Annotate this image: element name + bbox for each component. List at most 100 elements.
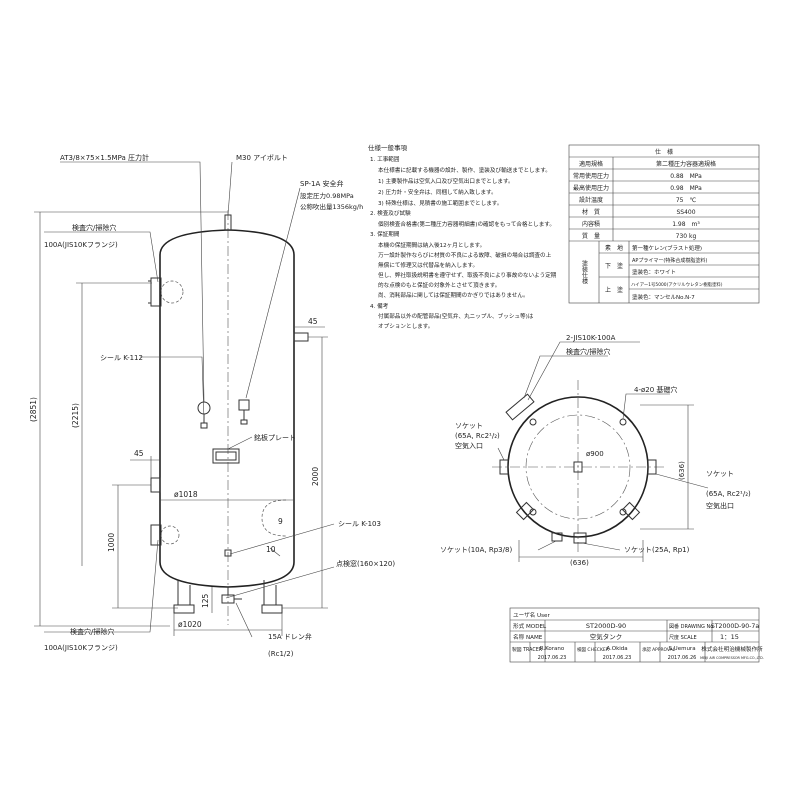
dim-gap-9: 9	[278, 517, 283, 526]
plan-socket-in-c: 空気入口	[455, 441, 483, 450]
spec-row-value: 730 kg	[676, 233, 697, 240]
dim-shell-height: (2215)	[71, 403, 80, 428]
tb-checker-name: A.Okida	[606, 646, 627, 652]
spec-paint-row-value: ハイアー1号5000(アクリルウレタン樹脂塗料)	[631, 281, 723, 288]
callout-flange-bottom: 100A(JIS10Kフランジ)	[44, 644, 118, 652]
callout-inspection-window: 点検窓(160×120)	[336, 559, 395, 568]
spec-row-label: 最高使用圧力	[573, 184, 609, 192]
spec-title: 仕 様	[655, 148, 673, 156]
notes-line: 的な点検のもと保証の対象外とさせて頂きます。	[378, 281, 500, 289]
spec-row-value: SS400	[676, 209, 695, 216]
top-flange	[148, 277, 184, 307]
plan-inspection: 検査穴/掃除穴	[566, 347, 610, 356]
general-notes: 仕様一般事項 1. 工事範囲 本仕様書に記載する機器の設計、製作、塗装及び輸送ま…	[368, 143, 557, 330]
top-head	[159, 229, 295, 256]
elevation-view	[148, 210, 309, 625]
dim-shell-dia: ø1018	[174, 490, 198, 499]
notes-line: 2) 圧力計・安全弁は、同梱して納入致します。	[378, 188, 497, 196]
tb-name-label: 名称 NAME	[513, 633, 543, 641]
notes-line: 本機の保証期間は納入後12ヶ月とします。	[378, 241, 485, 249]
dim-nozzle-45-top: 45	[308, 317, 318, 326]
notes-line: 但し、弊社取扱説明書を遵守せず、取扱不良により事故のないよう定期	[378, 271, 557, 279]
callout-drain-valve: 15A ドレン弁	[268, 632, 312, 641]
spec-paint-row-label: 下 塗	[605, 262, 623, 270]
tb-approval-name: S.Uemura	[668, 646, 695, 652]
callout-inspection-bottom: 検査穴/掃除穴	[70, 627, 114, 636]
tb-drawing-no-value: ST2000D-90-7a	[711, 623, 759, 630]
notes-line: 無償にて修理又は代替品を納入します。	[378, 261, 478, 269]
callout-seal-103: シール K-103	[338, 520, 381, 528]
notes-line: オプションとします。	[378, 323, 433, 330]
spec-row-value: 0.88 MPa	[670, 173, 702, 180]
titleblock-grid	[509, 607, 760, 663]
dim-base-dia: ø1020	[178, 620, 202, 629]
plan-dim-636-side: (636)	[678, 461, 686, 480]
dim-nozzle-45-left: 45	[134, 449, 144, 458]
tb-tracer-name: R.Korano	[540, 646, 565, 652]
spec-paint-row-value: APプライマー(特殊合成樹脂塗料)	[632, 257, 707, 264]
tb-name-value: 空気タンク	[590, 632, 623, 641]
spec-row-label: 適用規格	[579, 160, 603, 168]
title-block: ユーザ名 User 形式 MODEL ST2000D-90 図番 DRAWING…	[512, 611, 764, 661]
spec-row-label: 内容積	[582, 220, 600, 228]
notes-line: 1. 工事範囲	[370, 155, 400, 163]
plan-socket-out-a: ソケット	[706, 470, 734, 478]
tb-scale-label: 尺度 SCALE	[669, 634, 697, 641]
callout-nameplate: 銘板プレート	[254, 433, 296, 442]
right-nozzle-top	[293, 332, 309, 342]
spec-row-label: 常用使用圧力	[573, 172, 609, 180]
spec-paint-row-value: 塗装色：マンセルNo.N-7	[632, 293, 695, 301]
tb-checker-label: 検図 CHECKER	[577, 646, 609, 653]
tb-company-en: MEIJI AIR COMPRESSOR MFG.CO.,LTD.	[700, 656, 764, 660]
plan-anchor: 4-ø20 基礎穴	[634, 385, 677, 394]
plan-socket-in-a: ソケット	[455, 422, 483, 430]
tb-model-value: ST2000D-90	[586, 622, 626, 630]
tb-scale-value: 1：15	[720, 633, 739, 641]
support-legs	[173, 580, 283, 614]
notes-line: 万一設計製作ならびに材質の不良による故障、破損の場合は調査の上	[378, 251, 552, 259]
notes-line: 付属部品以外の配管部品(空気弁、丸ニップル、ブッシュ等)は	[378, 312, 534, 320]
callout-valve-set-pressure: 設定圧力0.98MPa	[300, 191, 354, 200]
callout-pressure-gauge: AT3/8×75×1.5MPa 圧力計	[60, 153, 149, 162]
notes-line: 個別検査合格書(第二種圧力容器明細書)の確認をもって合格とします。	[378, 220, 555, 228]
tb-model-label: 形式 MODEL	[513, 622, 547, 630]
dim-gap-10: 10	[266, 545, 276, 554]
elevation-dimensions	[34, 161, 335, 638]
plan-socket-25a: ソケット(25A, Rp1)	[624, 546, 690, 554]
tb-drawing-no-label: 図番 DRAWING No	[669, 623, 713, 630]
spec-row-label: 設計温度	[579, 196, 603, 204]
dim-outlet-height: 2000	[311, 467, 320, 486]
plan-outlet-socket	[647, 459, 657, 475]
callout-safety-valve: SP-1A 安全弁	[300, 179, 344, 188]
callout-seal-112: シール K-112	[100, 354, 143, 362]
tb-checker-date: 2017.06.23	[603, 655, 632, 661]
notes-line: 1) 主要製作品は空気入口及び空気出口までとします。	[378, 177, 514, 185]
notes-line: 本仕様書に記載する機器の設計、製作、塗装及び輸送までとします。	[378, 166, 551, 174]
spec-row-value: 0.98 MPa	[670, 185, 702, 192]
spec-paint-row-label: 上 塗	[605, 286, 623, 294]
spec-row-label: 材 質	[582, 208, 600, 216]
callout-flange-top: 100A(JIS10Kフランジ)	[44, 241, 118, 249]
spec-row-value: 1.98 m³	[672, 221, 700, 228]
spec-row-value: 第二種圧力容器適規格	[656, 160, 716, 168]
plan-socket-in-b: (65A, Rc2¹/₂)	[455, 432, 500, 440]
spec-paint-label: 塗装仕様	[581, 259, 588, 284]
tb-user-label: ユーザ名 User	[513, 611, 550, 619]
plan-inspection-nozzle	[505, 393, 535, 421]
notes-line: 3. 保証期間	[370, 230, 400, 238]
notes-line: 尚、消耗部品に関しては保証期間のかぎりではありません。	[378, 291, 529, 299]
callout-eyebolt: M30 アイボルト	[236, 154, 288, 162]
spec-paint-row-label: 素 地	[605, 244, 623, 252]
spec-table: 仕 様 適用規格 第二種圧力容器適規格 常用使用圧力 0.88 MPa 最高使用…	[573, 148, 723, 301]
drain-valve	[221, 587, 242, 604]
plan-socket-10a: ソケット(10A, Rp3/8)	[440, 546, 512, 554]
spec-paint-row-value: 第一種ケレン(ブラスト処理)	[632, 244, 702, 252]
spec-row-label: 質 量	[582, 232, 600, 240]
bottom-flange	[150, 524, 180, 546]
tb-tracer-label: 製図 TRACER	[512, 646, 543, 653]
dim-base-125: 125	[201, 593, 210, 608]
spec-table-grid	[568, 144, 760, 304]
tb-company-name: 株式会社明治機械製作所	[701, 645, 763, 653]
tb-tracer-date: 2017.06.23	[538, 655, 567, 661]
